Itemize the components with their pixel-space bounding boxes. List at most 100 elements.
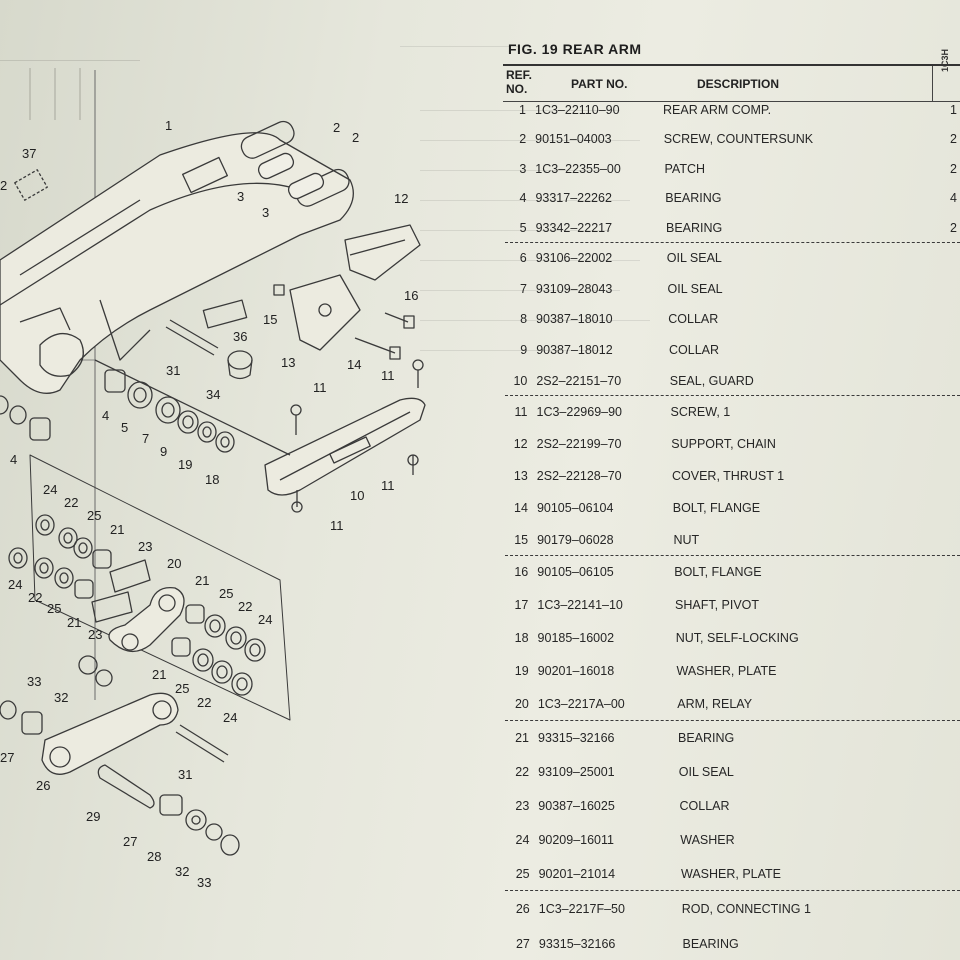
callout-5: 5 (121, 420, 129, 435)
row-ref-no: 4 (519, 191, 527, 206)
row-ref-no: 25 (515, 867, 530, 882)
header-ref-text: REF. NO. (506, 68, 533, 96)
row-description: COLLAR (679, 798, 730, 813)
callout-31-top: 31 (166, 363, 181, 378)
row-description: COVER, THRUST 1 (672, 468, 785, 483)
row-ref-no: 18 (514, 630, 529, 645)
row-quantity: 2 (950, 161, 957, 176)
row-ref-no: 6 (519, 251, 527, 266)
row-ref-no: 17 (514, 597, 529, 612)
callout-24-d: 24 (223, 710, 238, 725)
row-description: OIL SEAL (666, 251, 722, 266)
row-description: SUPPORT, CHAIN (671, 436, 776, 451)
row-part-no: 93109–25001 (538, 764, 615, 779)
row-description: WASHER, PLATE (676, 663, 777, 678)
row-part-no: 90201–16018 (537, 663, 615, 678)
group-separator (505, 890, 960, 892)
row-ref-no: 23 (515, 798, 530, 813)
row-ref-no: 11 (514, 405, 528, 420)
callout-14: 14 (347, 357, 362, 372)
row-description: ROD, CONNECTING 1 (681, 902, 811, 916)
row-description: OIL SEAL (667, 281, 723, 296)
row-part-no: 90179–06028 (537, 532, 614, 547)
row-description: SCREW, COUNTERSUNK (663, 132, 814, 147)
callout-27-b: 27 (0, 750, 15, 765)
callout-7: 7 (142, 431, 150, 446)
row-ref-no: 9 (520, 343, 528, 358)
callout-24-c: 24 (258, 612, 273, 627)
group-separator (505, 719, 960, 721)
callout-19: 19 (178, 457, 193, 472)
header-part-no: PART NO. (571, 77, 628, 91)
callout-31-bottom: 31 (178, 767, 193, 782)
row-quantity: 1 (950, 103, 957, 117)
figure-title: FIG. 19 REAR ARM (508, 41, 642, 57)
row-ref-no: 16 (514, 565, 529, 580)
row-ref-no: 1 (519, 103, 526, 117)
row-part-no: 93315–32166 (538, 936, 616, 951)
row-description: REAR ARM COMP. (663, 103, 772, 117)
row-ref-no: 22 (515, 764, 530, 779)
group-separator (505, 241, 960, 243)
row-quantity: 2 (950, 221, 957, 236)
callout-23-a: 23 (138, 539, 153, 554)
callout-23-b: 23 (88, 627, 103, 642)
row-ref-no: 13 (513, 468, 528, 483)
row-ref-no: 21 (515, 730, 529, 745)
header-bottom-rule (503, 101, 960, 102)
row-description: ARM, RELAY (677, 697, 753, 712)
row-ref-no: 8 (520, 312, 528, 327)
callout-16: 16 (404, 288, 419, 303)
row-description: BEARING (678, 730, 735, 745)
row-quantity: 2 (950, 132, 957, 147)
row-ref-no: 20 (514, 697, 529, 712)
row-ref-no: 15 (514, 532, 529, 547)
row-part-no: 1C3–2217A–00 (537, 697, 625, 712)
row-description: SEAL, GUARD (669, 374, 754, 389)
row-description: PATCH (664, 161, 706, 176)
row-part-no: 93342–22217 (535, 221, 613, 236)
callout-32-b: 32 (175, 864, 190, 879)
row-part-no: 90387–18010 (536, 312, 613, 327)
callout-21-c: 21 (195, 573, 210, 588)
header-ref-no: REF. NO. (506, 68, 532, 96)
row-description: BEARING (682, 936, 739, 951)
callout-1: 1 (165, 118, 173, 133)
row-description: BOLT, FLANGE (672, 500, 761, 515)
callout-29: 29 (86, 809, 101, 824)
callout-3-a: 3 (237, 189, 245, 204)
row-part-no: 93315–32166 (538, 730, 615, 745)
row-part-no: 93317–22262 (535, 191, 612, 206)
row-description: WASHER (680, 832, 735, 847)
row-ref-no: 19 (514, 663, 529, 678)
row-part-no: 90185–16002 (537, 630, 615, 645)
callout-4-b: 4 (10, 452, 18, 467)
callout-25-c: 25 (219, 586, 234, 601)
callout-25-d: 25 (175, 681, 190, 696)
row-ref-no: 24 (515, 832, 530, 847)
row-part-no: 90387–18012 (536, 343, 613, 358)
diagram-drawing (0, 60, 426, 856)
callout-11-d: 11 (330, 518, 344, 533)
table-row: 20 1C3–2217A–00 ARM, RELAY (0, 697, 960, 715)
header-model-code: 1C3H (940, 48, 950, 72)
group-separator (505, 395, 960, 397)
